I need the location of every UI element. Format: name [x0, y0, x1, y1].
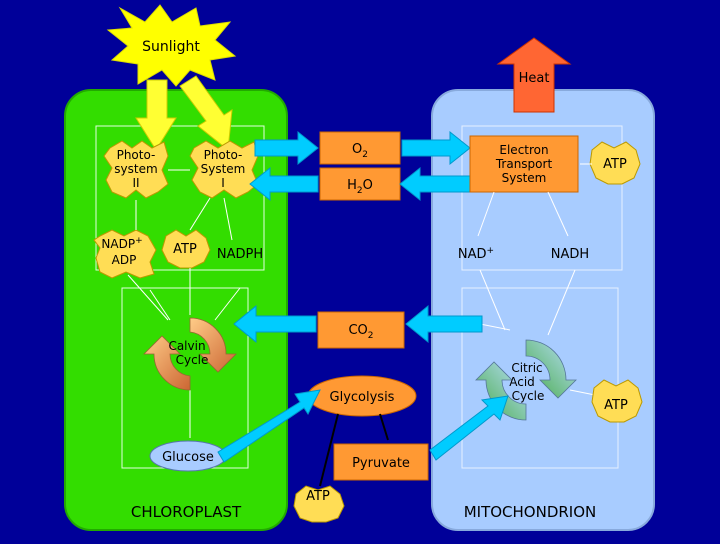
pyruvate-to-citric-arrow	[429, 395, 509, 461]
h2o-label: H2O	[347, 178, 373, 196]
heat-label: Heat	[519, 71, 550, 86]
pyruvate-box	[333, 443, 429, 481]
sunray-arrow-right	[179, 75, 233, 151]
co2-label: CO2	[348, 323, 373, 341]
sun-icon	[106, 4, 237, 87]
o2-to-ets-arrow	[401, 130, 471, 166]
matrix-frame	[461, 287, 619, 469]
water-to-chloroplast-arrow	[249, 166, 319, 202]
co2-to-calvin-arrow	[233, 304, 317, 344]
glucose-label: Glucose	[162, 450, 214, 465]
pyruvate-label: Pyruvate	[352, 456, 410, 471]
o2-to-mitochondrion-arrow	[254, 130, 319, 166]
calvin-cycle-label-line1: Calvin	[168, 339, 205, 353]
photosystem-i-label-line1: Photo-	[204, 148, 243, 162]
co2-box	[317, 311, 405, 349]
nadh-label: NADH	[551, 247, 589, 262]
ets-label-line1: Electron	[499, 143, 548, 157]
inner-membrane-frame	[461, 125, 623, 271]
photosystem-ii-label-line2: system	[114, 162, 157, 176]
photosystem-i-label-line2: System	[201, 162, 246, 176]
sunlight-label: Sunlight	[142, 39, 200, 55]
thylakoid-frame	[95, 125, 265, 271]
photosystem-ii-star	[103, 140, 169, 199]
nadp-adp-star	[93, 229, 157, 279]
citric-acid-cycle-icon	[475, 339, 577, 421]
glycolysis-output-arrows	[319, 413, 389, 487]
citric-acid-cycle-label-line2: Acid	[509, 375, 535, 389]
atp-star-citric	[591, 379, 643, 423]
atp-star-chloroplast	[161, 229, 211, 269]
photosystem-i-star	[189, 140, 259, 199]
nad-plus-label: NAD+	[458, 246, 494, 262]
ets-label-line2: Transport	[495, 157, 553, 171]
atp-label-ets: ATP	[603, 157, 627, 172]
glycolysis-label: Glycolysis	[330, 390, 395, 405]
photosystem-ii-label-line1: Photo-	[117, 148, 156, 162]
o2-label: O2	[352, 142, 368, 160]
water-from-ets-arrow	[399, 166, 471, 202]
atp-label-citric: ATP	[604, 398, 628, 413]
ets-label-line3: System	[502, 171, 547, 185]
nadph-label: NADPH	[217, 247, 263, 262]
heat-arrow	[496, 37, 572, 113]
mitochondrion-title: MITOCHONDRION	[464, 503, 597, 521]
citric-acid-cycle-label-line1: Citric	[511, 361, 542, 375]
chloroplast-body	[64, 89, 288, 531]
mitochondrion-flow-arrows	[459, 163, 601, 397]
h2o-box	[319, 167, 401, 201]
atp-label-glycolysis: ATP	[306, 489, 330, 504]
photosystem-i-label-line3: I	[221, 176, 225, 190]
atp-star-ets	[589, 141, 641, 185]
chloroplast-flow-arrows	[127, 169, 241, 438]
nadp-plus-label: NADP+	[101, 236, 142, 251]
adp-label: ADP	[112, 253, 137, 267]
atp-label-chloroplast: ATP	[173, 242, 197, 257]
electron-transport-system-box	[469, 135, 579, 193]
calvin-cycle-icon	[143, 317, 237, 391]
o2-box	[319, 131, 401, 165]
sunray-arrow-left	[135, 79, 177, 151]
co2-from-citric-arrow	[405, 304, 483, 344]
atp-star-glycolysis	[293, 485, 345, 523]
calvin-cycle-label-line2: Cycle	[176, 353, 209, 367]
glucose-to-glycolysis-arrow	[217, 389, 321, 463]
photosystem-ii-label-line3: II	[132, 176, 139, 190]
chloroplast-title: CHLOROPLAST	[131, 503, 242, 521]
citric-acid-cycle-label-line3: Cycle	[512, 389, 545, 403]
